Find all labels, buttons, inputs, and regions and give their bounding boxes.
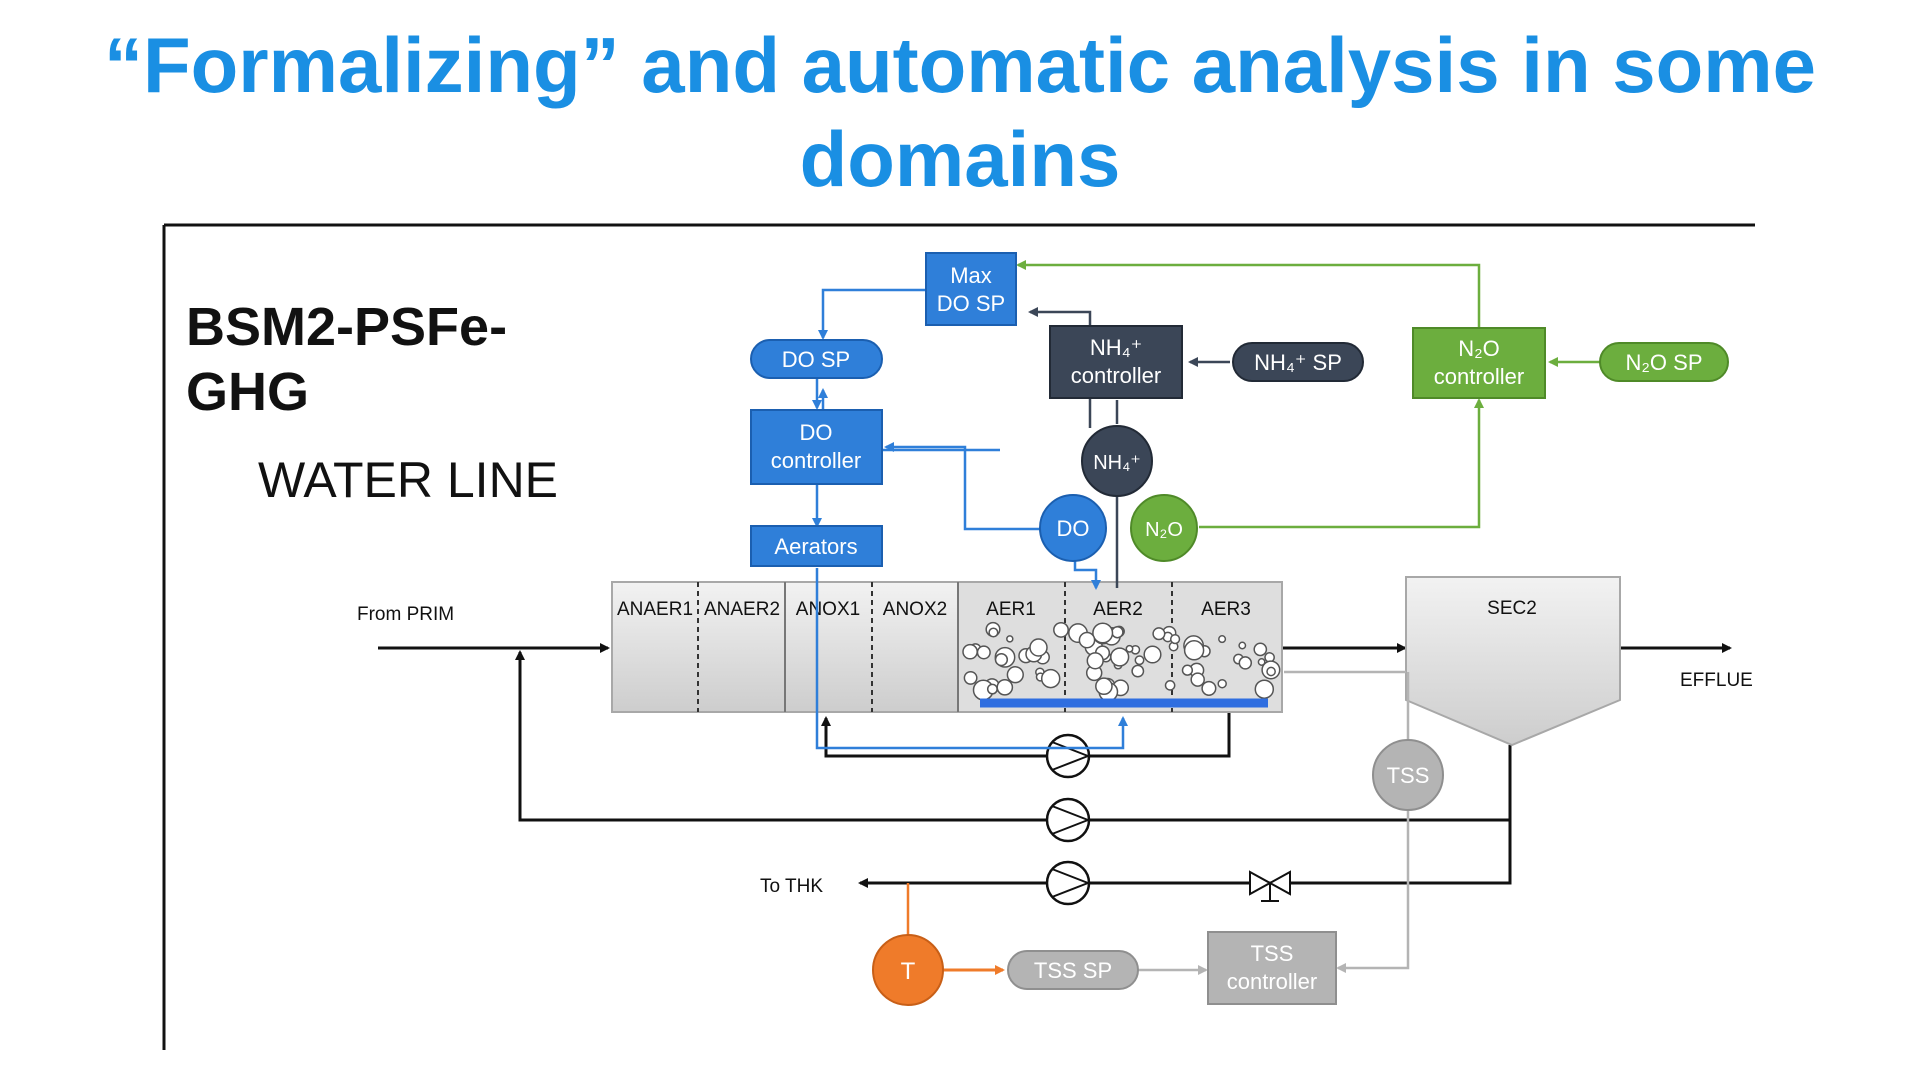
- do-controller-line-1: DO: [800, 420, 833, 445]
- effluent-label: EFFLUE: [1680, 670, 1753, 691]
- max-do-to-do-sp-line: [818, 288, 938, 340]
- aeration-bubbles-icon: [962, 621, 1281, 702]
- do-sp-label: DO SP: [782, 347, 850, 372]
- tss-sp-label: TSS SP: [1034, 958, 1112, 983]
- n2o-controller-line-2: controller: [1434, 364, 1524, 389]
- n2o-sensor-label: N₂O: [1145, 519, 1183, 541]
- from-prim-label: From PRIM: [357, 604, 454, 625]
- do-controller-box: [750, 409, 883, 485]
- waste-sludge-line: [858, 820, 1512, 888]
- tank-aer3-label: AER3: [1201, 599, 1251, 620]
- n2o-controller-line-1: N₂O: [1458, 336, 1500, 361]
- do-controller-line-2: controller: [771, 448, 861, 473]
- tank-anox2-label: ANOX2: [883, 599, 947, 620]
- tank-aer1-label: AER1: [986, 599, 1036, 620]
- tss-controller-box: [1207, 931, 1337, 1005]
- to-thk-label: To THK: [760, 876, 823, 897]
- tss-controller-line-1: TSS: [1251, 941, 1294, 966]
- return-sludge-pump-icon: [1045, 797, 1091, 843]
- waste-sludge-pump-icon: [1045, 860, 1091, 906]
- temperature-sensor: [872, 934, 944, 1006]
- aerators-label: Aerators: [774, 534, 857, 559]
- tss-sp-pill: [1007, 950, 1139, 990]
- n2o-sensor: [1130, 494, 1198, 562]
- aerators-air-supply-line: [815, 568, 1128, 750]
- nh4-sensor-label: NH₄⁺: [1093, 452, 1141, 474]
- internal-recycle-line: [821, 712, 1231, 758]
- max-do-sp-line-1: Max: [950, 263, 992, 288]
- aerators-box: [750, 525, 883, 567]
- tank-anox1-label: ANOX1: [796, 599, 860, 620]
- do-sensor-label: DO: [1057, 516, 1090, 541]
- n2o-controller-box: [1412, 327, 1546, 399]
- n2o-controller-to-max-line: [1016, 260, 1481, 328]
- internal-recycle-pump-icon: [1045, 733, 1091, 779]
- diagram-heading-line-2: GHG: [186, 362, 309, 422]
- tss-sensor-label: TSS: [1387, 763, 1430, 788]
- nh4-controller-line-1: NH₄⁺: [1090, 335, 1142, 360]
- nh4-controller-box: [1049, 325, 1183, 399]
- n2o-sensor-feedback-line: [1199, 398, 1484, 529]
- tank-anaer2-label: ANAER2: [704, 599, 780, 620]
- max-do-sp-box: [925, 252, 1017, 326]
- n2o-sp-pill: [1599, 342, 1729, 382]
- slide-title-line-1: “Formalizing” and automatic analysis in …: [103, 21, 1817, 109]
- do-sensor: [1039, 494, 1107, 562]
- diagram-heading-line-1: BSM2-PSFe-: [186, 297, 507, 357]
- do-sensor-feedback-line: [884, 442, 1040, 531]
- slide-title-line-2: domains: [799, 115, 1121, 203]
- tss-controller-line-2: controller: [1227, 969, 1317, 994]
- tank-aer2-label: AER2: [1093, 599, 1143, 620]
- tss-sensor: [1372, 739, 1444, 811]
- water-line-label: WATER LINE: [258, 452, 558, 508]
- do-sp-pill: [750, 339, 883, 379]
- tank-anaer1-label: ANAER1: [617, 599, 693, 620]
- nh4-sp-label: NH₄⁺ SP: [1254, 350, 1342, 375]
- slide-title: “Formalizing” and automatic analysis in …: [0, 18, 1920, 206]
- nh4-sp-pill: [1232, 342, 1364, 382]
- nh4-controller-line-2: controller: [1071, 363, 1161, 388]
- n2o-sp-label: N₂O SP: [1626, 350, 1703, 375]
- clarifier-label: SEC2: [1487, 598, 1537, 619]
- max-do-sp-line-2: DO SP: [937, 291, 1005, 316]
- return-sludge-line: [515, 650, 1512, 822]
- waste-valve-icon: [1249, 870, 1291, 902]
- nh4-sensor: [1081, 425, 1153, 497]
- temperature-sensor-label: T: [901, 958, 916, 985]
- secondary-clarifier: [1405, 576, 1621, 747]
